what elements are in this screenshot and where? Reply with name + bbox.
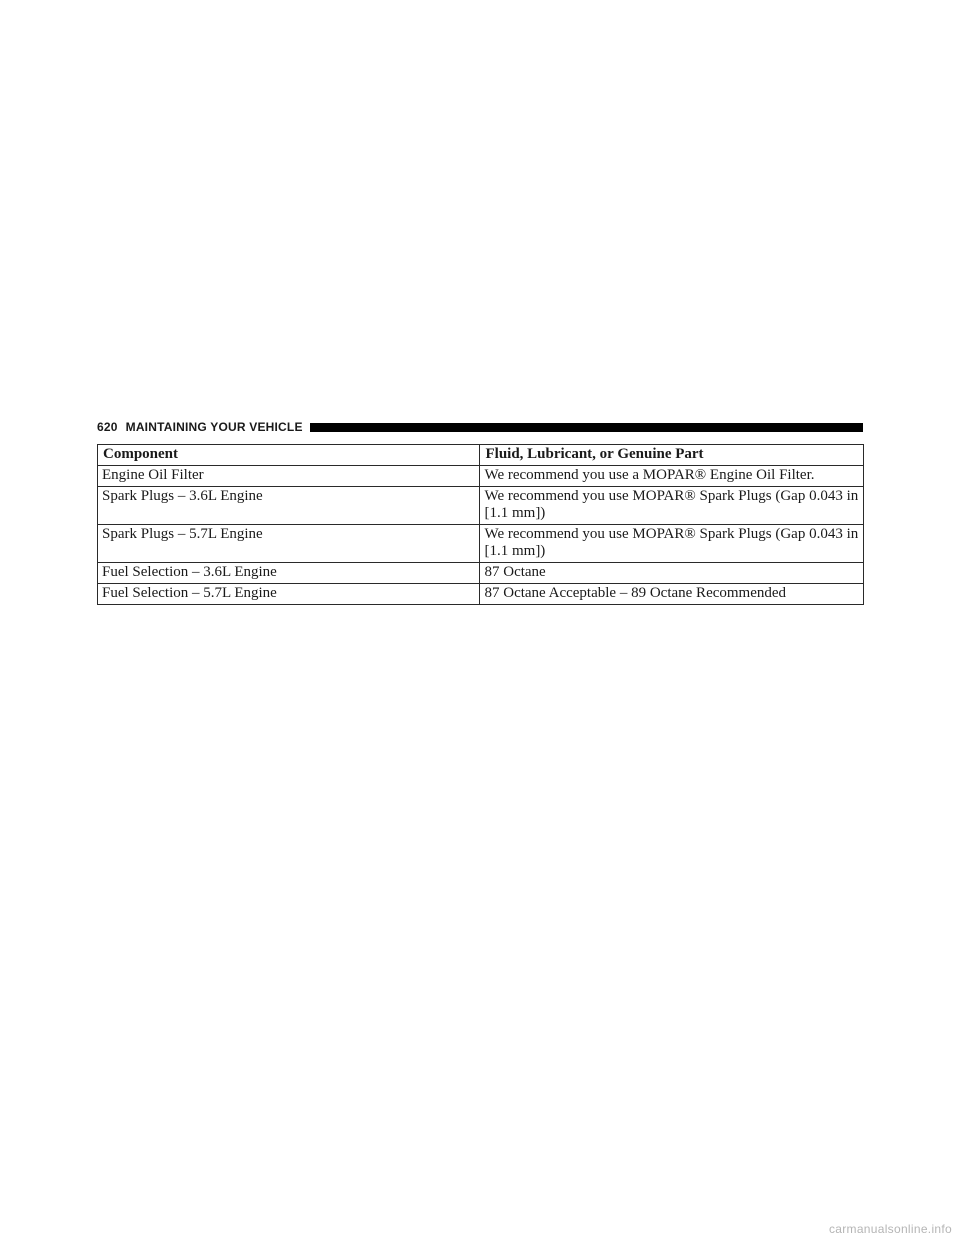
table-row: Spark Plugs – 3.6L Engine We recommend y… <box>96 486 864 525</box>
component-cell: Fuel Selection – 3.6L Engine <box>96 562 481 584</box>
component-cell: Spark Plugs – 3.6L Engine <box>96 486 481 525</box>
column-header-part: Fluid, Lubricant, or Genuine Part <box>479 444 864 466</box>
table-header-row: Component Fluid, Lubricant, or Genuine P… <box>96 444 864 466</box>
table-row: Spark Plugs – 5.7L Engine We recommend y… <box>96 524 864 563</box>
component-cell: Fuel Selection – 5.7L Engine <box>96 583 481 605</box>
page-number: 620 <box>97 420 118 434</box>
part-cell: 87 Octane <box>479 562 864 584</box>
table-row: Fuel Selection – 5.7L Engine 87 Octane A… <box>96 583 864 605</box>
part-cell: We recommend you use MOPAR® Spark Plugs … <box>479 486 864 525</box>
part-cell: 87 Octane Acceptable – 89 Octane Recomme… <box>479 583 864 605</box>
component-cell: Engine Oil Filter <box>96 465 481 487</box>
page-header: 620 MAINTAINING YOUR VEHICLE <box>97 420 863 434</box>
part-cell: We recommend you use a MOPAR® Engine Oil… <box>479 465 864 487</box>
column-header-component: Component <box>96 444 481 466</box>
table-row: Engine Oil Filter We recommend you use a… <box>96 465 864 487</box>
component-cell: Spark Plugs – 5.7L Engine <box>96 524 481 563</box>
header-rule <box>309 422 863 432</box>
fluids-parts-table: Component Fluid, Lubricant, or Genuine P… <box>96 444 864 605</box>
watermark-url: carmanualsonline.info <box>828 1222 952 1236</box>
part-cell: We recommend you use MOPAR® Spark Plugs … <box>479 524 864 563</box>
table-row: Fuel Selection – 3.6L Engine 87 Octane <box>96 562 864 584</box>
section-title: MAINTAINING YOUR VEHICLE <box>125 420 303 434</box>
